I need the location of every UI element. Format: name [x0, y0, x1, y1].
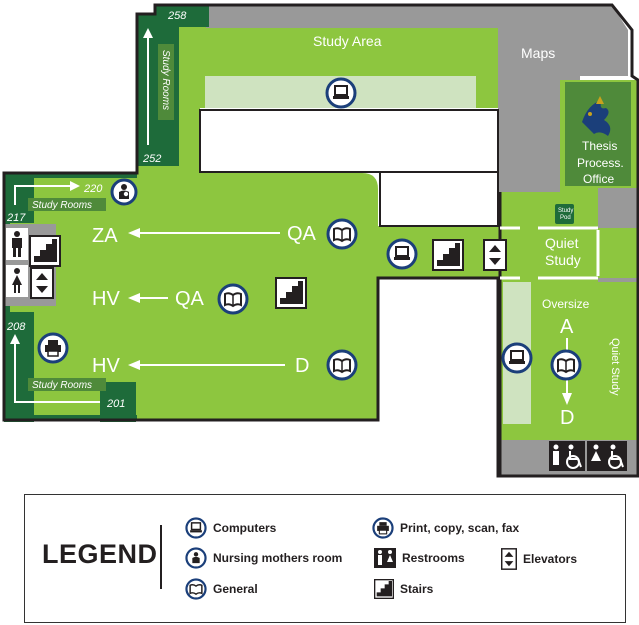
study-pod-marker — [555, 204, 574, 224]
legend-label: Restrooms — [402, 551, 465, 565]
legend-label: Elevators — [523, 552, 578, 566]
elevator-icon — [501, 548, 517, 570]
restroom-female-icon[interactable] — [6, 265, 28, 297]
legend-item-restrooms: Restrooms — [374, 548, 465, 568]
thesis-label-2: Process. — [577, 156, 624, 170]
quiet-study-vertical-label: Quiet Study — [609, 338, 621, 396]
building-outline — [2, 3, 639, 478]
dragon-logo-icon — [582, 96, 611, 136]
study-pod-label-1: Study — [558, 208, 573, 214]
legend-label: Computers — [213, 521, 277, 535]
study-rooms-vertical-label: Study Rooms — [160, 50, 171, 110]
thesis-office — [565, 82, 631, 186]
room-220-label: 220 — [83, 183, 103, 195]
nursing-mothers-icon[interactable] — [110, 178, 138, 206]
stairs-icon — [374, 579, 394, 599]
room-217-label: 217 — [6, 212, 26, 224]
study-rooms-lower-label: Study Rooms — [32, 380, 92, 391]
legend-item-stairs: Stairs — [374, 579, 433, 599]
thesis-label-3: Office — [583, 172, 614, 186]
elevator-icon[interactable] — [30, 267, 54, 299]
call-qa-mid-label: QA — [175, 288, 205, 310]
legend-item-computers: Computers — [185, 517, 276, 539]
call-za-label: ZA — [92, 225, 118, 247]
restroom-icon — [374, 548, 396, 568]
stairs-icon[interactable] — [275, 277, 307, 309]
room-258-label: 258 — [167, 10, 187, 22]
book-icon — [185, 578, 207, 600]
room-201-label: 201 — [106, 398, 125, 410]
computer-icon[interactable] — [501, 342, 533, 374]
call-hv-mid-label: HV — [92, 288, 120, 310]
floor-plan: 258 252 220 217 208 201 Study Rooms Stud… — [2, 3, 639, 478]
quiet-label-1: Quiet — [545, 235, 579, 251]
nursing-mothers-icon — [185, 547, 207, 569]
inner-courtyard — [199, 109, 499, 173]
maps-area — [498, 28, 580, 80]
computer-icon — [185, 517, 207, 539]
computer-icon[interactable] — [325, 77, 357, 109]
legend-item-nursing: Nursing mothers room — [185, 547, 342, 569]
legend-item-print: Print, copy, scan, fax — [372, 517, 519, 539]
book-icon[interactable] — [550, 349, 582, 381]
printer-icon — [372, 517, 394, 539]
book-icon[interactable] — [326, 218, 358, 250]
legend-title: LEGEND — [42, 539, 158, 569]
legend-item-elevators: Elevators — [501, 548, 577, 570]
lower-gap — [380, 278, 498, 428]
legend-label: Nursing mothers room — [213, 551, 343, 565]
study-area-label: Study Area — [313, 33, 382, 49]
legend-divider — [160, 525, 162, 589]
call-a-right-label: A — [560, 316, 574, 338]
legend-label: Stairs — [400, 582, 434, 596]
accessible-restroom-male-icon[interactable] — [549, 441, 585, 471]
elevator-icon[interactable] — [483, 239, 507, 271]
upper-gap — [379, 171, 499, 227]
room-208-block — [4, 312, 34, 422]
call-hv-bottom-label: HV — [92, 355, 120, 377]
restroom-male-icon[interactable] — [6, 228, 28, 260]
accessible-restroom-female-icon[interactable] — [587, 441, 627, 471]
room-258-block — [155, 5, 209, 27]
room-252-label: 252 — [142, 153, 161, 165]
book-icon[interactable] — [217, 283, 249, 315]
room-208-label: 208 — [6, 321, 26, 333]
call-d-bottom-label: D — [295, 355, 309, 377]
quiet-label-2: Study — [545, 252, 581, 268]
call-d-right-label: D — [560, 407, 574, 429]
quiet-study-room — [500, 192, 598, 282]
call-qa-top-label: QA — [287, 223, 317, 245]
maps-label: Maps — [521, 45, 555, 61]
legend-label: General — [213, 582, 258, 596]
legend-label: Print, copy, scan, fax — [400, 521, 520, 535]
stairs-icon[interactable] — [432, 239, 464, 271]
study-rooms-upper-label: Study Rooms — [32, 200, 92, 211]
oversize-label: Oversize — [542, 297, 590, 311]
legend-panel: LEGEND Computers Nursing mothers room Ge… — [24, 494, 626, 623]
printer-icon[interactable] — [37, 332, 69, 364]
thesis-label-1: Thesis — [582, 139, 617, 153]
study-pod-label-2: Pod — [560, 215, 571, 221]
stairs-icon[interactable] — [29, 235, 61, 267]
legend-item-general: General — [185, 578, 258, 600]
computer-icon[interactable] — [386, 238, 418, 270]
main-stacks-floor — [4, 173, 378, 420]
book-icon[interactable] — [326, 349, 358, 381]
